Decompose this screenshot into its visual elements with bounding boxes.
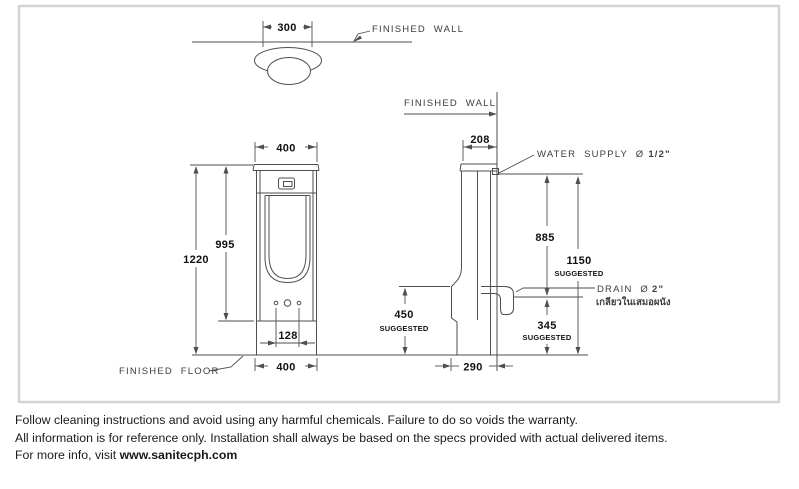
finished-wall-label-side: FINISHED WALL [404,98,496,109]
website-text: www.sanitecph.com [119,448,238,462]
bowl-outer [264,195,311,284]
mount-hole-right [296,300,302,306]
dimension-885: 885 [535,175,554,296]
footer-note-2: All information is for reference only. I… [15,430,668,445]
footer-note-3-text: For more info, visit [15,448,120,462]
dim-995-label: 995 [215,239,234,251]
front-view: 400 [119,142,588,377]
dim-1150-label: 1150 [566,255,591,267]
mount-hole-left [273,300,279,306]
drain-spout [481,286,514,315]
sensor-plate [278,177,295,190]
dimension-290: 290 [435,358,513,374]
dimension-995: 995 [215,166,254,322]
dimension-450: 450 SUGGESTED [380,286,450,355]
installation-drawing: 300 FINISHED WALL 400 [17,4,781,404]
dim-885-label: 885 [535,232,554,244]
finished-floor-leader [208,355,244,372]
dimension-1220: 1220 [183,166,209,355]
dimension-345: 345 SUGGESTED [523,299,572,355]
dimension-300: 300 [262,21,313,47]
dimension-400-bottom: 400 [254,358,318,374]
side-view: FINISHED WALL 208 [380,92,671,374]
dim-400-bottom-label: 400 [276,362,295,374]
dim-400-top-label: 400 [276,143,295,155]
dim-345-label: 345 [537,320,556,332]
dim-1150-suggested: SUGGESTED [555,269,604,278]
top-view: 300 FINISHED WALL [192,21,464,85]
dim-128-label: 128 [278,330,297,342]
water-supply-fitting [492,168,499,175]
sensor-window [283,181,293,187]
finished-floor-label: FINISHED FLOOR [119,366,220,377]
footer-note-1: Follow cleaning instructions and avoid u… [15,413,578,427]
dim-345-suggested: SUGGESTED [523,333,572,342]
outlet-hole [283,299,292,307]
water-supply-leader [498,154,535,174]
dim-208-label: 208 [470,134,489,146]
dim-450-label: 450 [394,309,413,321]
drawing-border [17,4,781,404]
urinal-front-outline [252,164,320,355]
dim-450-suggested: SUGGESTED [380,324,429,333]
dimension-128: 128 [260,308,315,347]
urinal-side-outline [451,163,514,355]
dimension-208: 208 [462,134,497,161]
dimension-400-top: 400 [254,142,318,162]
urinal-plan-outline [254,47,322,85]
dim-300-label: 300 [277,22,296,34]
dimension-1150: 1150 SUGGESTED [555,176,604,355]
bowl-inner [268,195,307,280]
drain-note-thai: เกลียวในเสมอผนัง [596,296,671,308]
footer-note-3: For more info, visit www.sanitecph.com [15,447,785,465]
finished-wall-leader [353,30,371,42]
finished-wall-label-top: FINISHED WALL [372,24,464,35]
footer-notes: Follow cleaning instructions and avoid u… [15,412,785,465]
dim-1220-label: 1220 [183,254,209,266]
dim-290-label: 290 [463,362,482,374]
